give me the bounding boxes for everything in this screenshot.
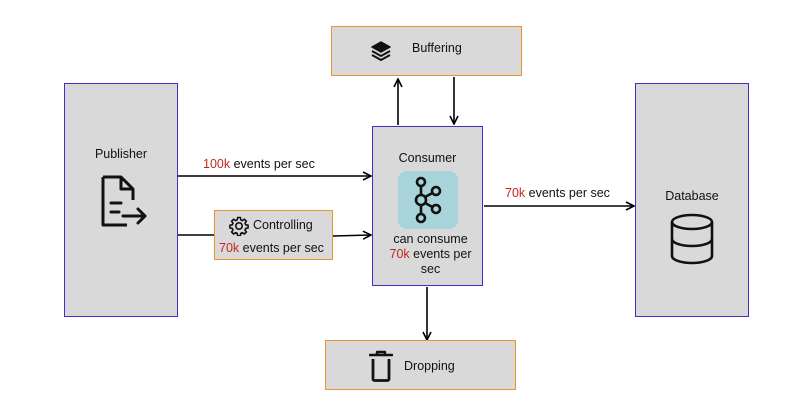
- consumer-node[interactable]: Consumer can consume 70k events per sec: [372, 126, 483, 286]
- edge-label-publisher-to-consumer: 100k events per sec: [203, 157, 315, 171]
- publisher-node[interactable]: Publisher: [64, 83, 178, 317]
- dropping-label: Dropping: [404, 359, 455, 373]
- controlling-rate-rest: events per sec: [239, 241, 324, 255]
- publisher-label: Publisher: [94, 147, 148, 161]
- kafka-icon-tile: [398, 171, 458, 229]
- consumer-capacity-line1: can consume: [393, 232, 468, 246]
- gear-icon: [229, 216, 249, 236]
- layers-icon: [371, 41, 391, 61]
- consumer-rate-rest: events per: [409, 247, 472, 261]
- consumer-capacity-line2: 70k events per: [373, 247, 488, 261]
- controlling-rate: 70k events per sec: [219, 241, 324, 255]
- consumer-rate-value: 70k: [389, 247, 410, 261]
- document-export-icon: [101, 175, 147, 227]
- edge-rate-rest: events per sec: [230, 157, 315, 171]
- edge-controlling-to-consumer: [332, 235, 371, 236]
- edge-rate-value: 70k: [505, 186, 526, 200]
- edge-label-consumer-to-database: 70k events per sec: [505, 186, 610, 200]
- dropping-node[interactable]: Dropping: [325, 340, 516, 390]
- consumer-label: Consumer: [398, 151, 457, 165]
- database-label: Database: [665, 189, 719, 203]
- consumer-capacity-line3: sec: [420, 262, 441, 276]
- buffering-node[interactable]: Buffering: [331, 26, 522, 76]
- buffering-label: Buffering: [412, 41, 462, 55]
- edge-rate-rest: events per sec: [525, 186, 610, 200]
- trash-icon: [369, 350, 393, 382]
- controlling-label: Controlling: [253, 218, 313, 232]
- controlling-node[interactable]: Controlling 70k events per sec: [214, 210, 333, 260]
- database-node[interactable]: Database: [635, 83, 749, 317]
- kafka-icon: [414, 176, 442, 224]
- edge-rate-value: 100k: [203, 157, 231, 171]
- controlling-rate-value: 70k: [219, 241, 240, 255]
- database-icon: [670, 213, 714, 265]
